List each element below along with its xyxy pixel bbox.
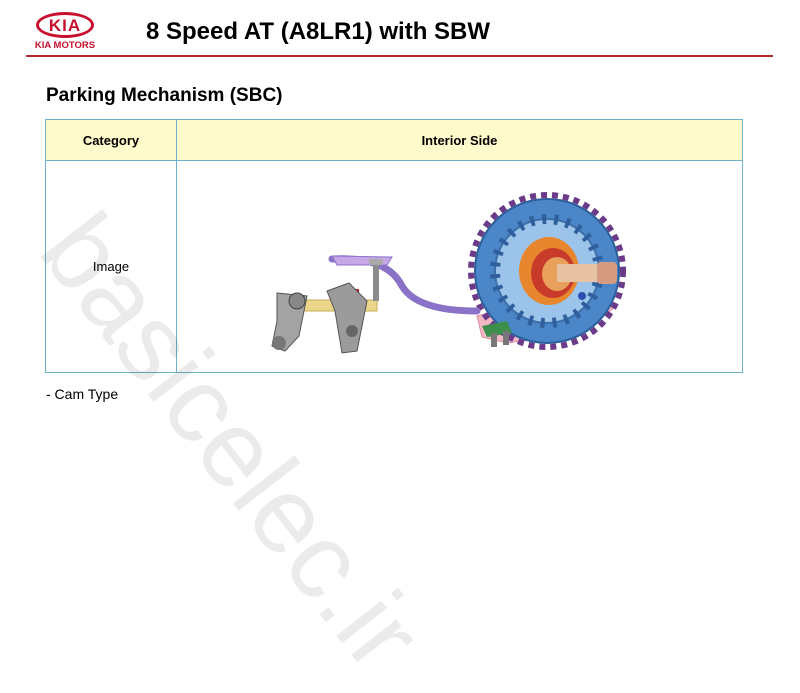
image-cell <box>176 160 743 373</box>
header-category: Category <box>45 119 177 161</box>
kia-logo-text: KIA <box>48 15 82 35</box>
cam-type-note: - Cam Type <box>46 386 119 402</box>
page-title: 8 Speed AT (A8LR1) with SBW <box>146 18 491 45</box>
header-interior-side: Interior Side <box>176 119 743 161</box>
info-table: Category Interior Side Image <box>45 119 743 373</box>
header-divider <box>26 55 773 57</box>
kia-motors-text: KIA MOTORS <box>34 40 96 51</box>
kia-logo-oval: KIA <box>36 12 94 38</box>
parking-mechanism-illustration <box>271 192 626 354</box>
table-row: Image <box>45 160 743 373</box>
category-cell: Image <box>45 160 177 373</box>
kia-logo: KIA KIA MOTORS <box>30 12 100 54</box>
table-header-row: Category Interior Side <box>45 119 743 161</box>
section-title: Parking Mechanism (SBC) <box>46 85 283 106</box>
